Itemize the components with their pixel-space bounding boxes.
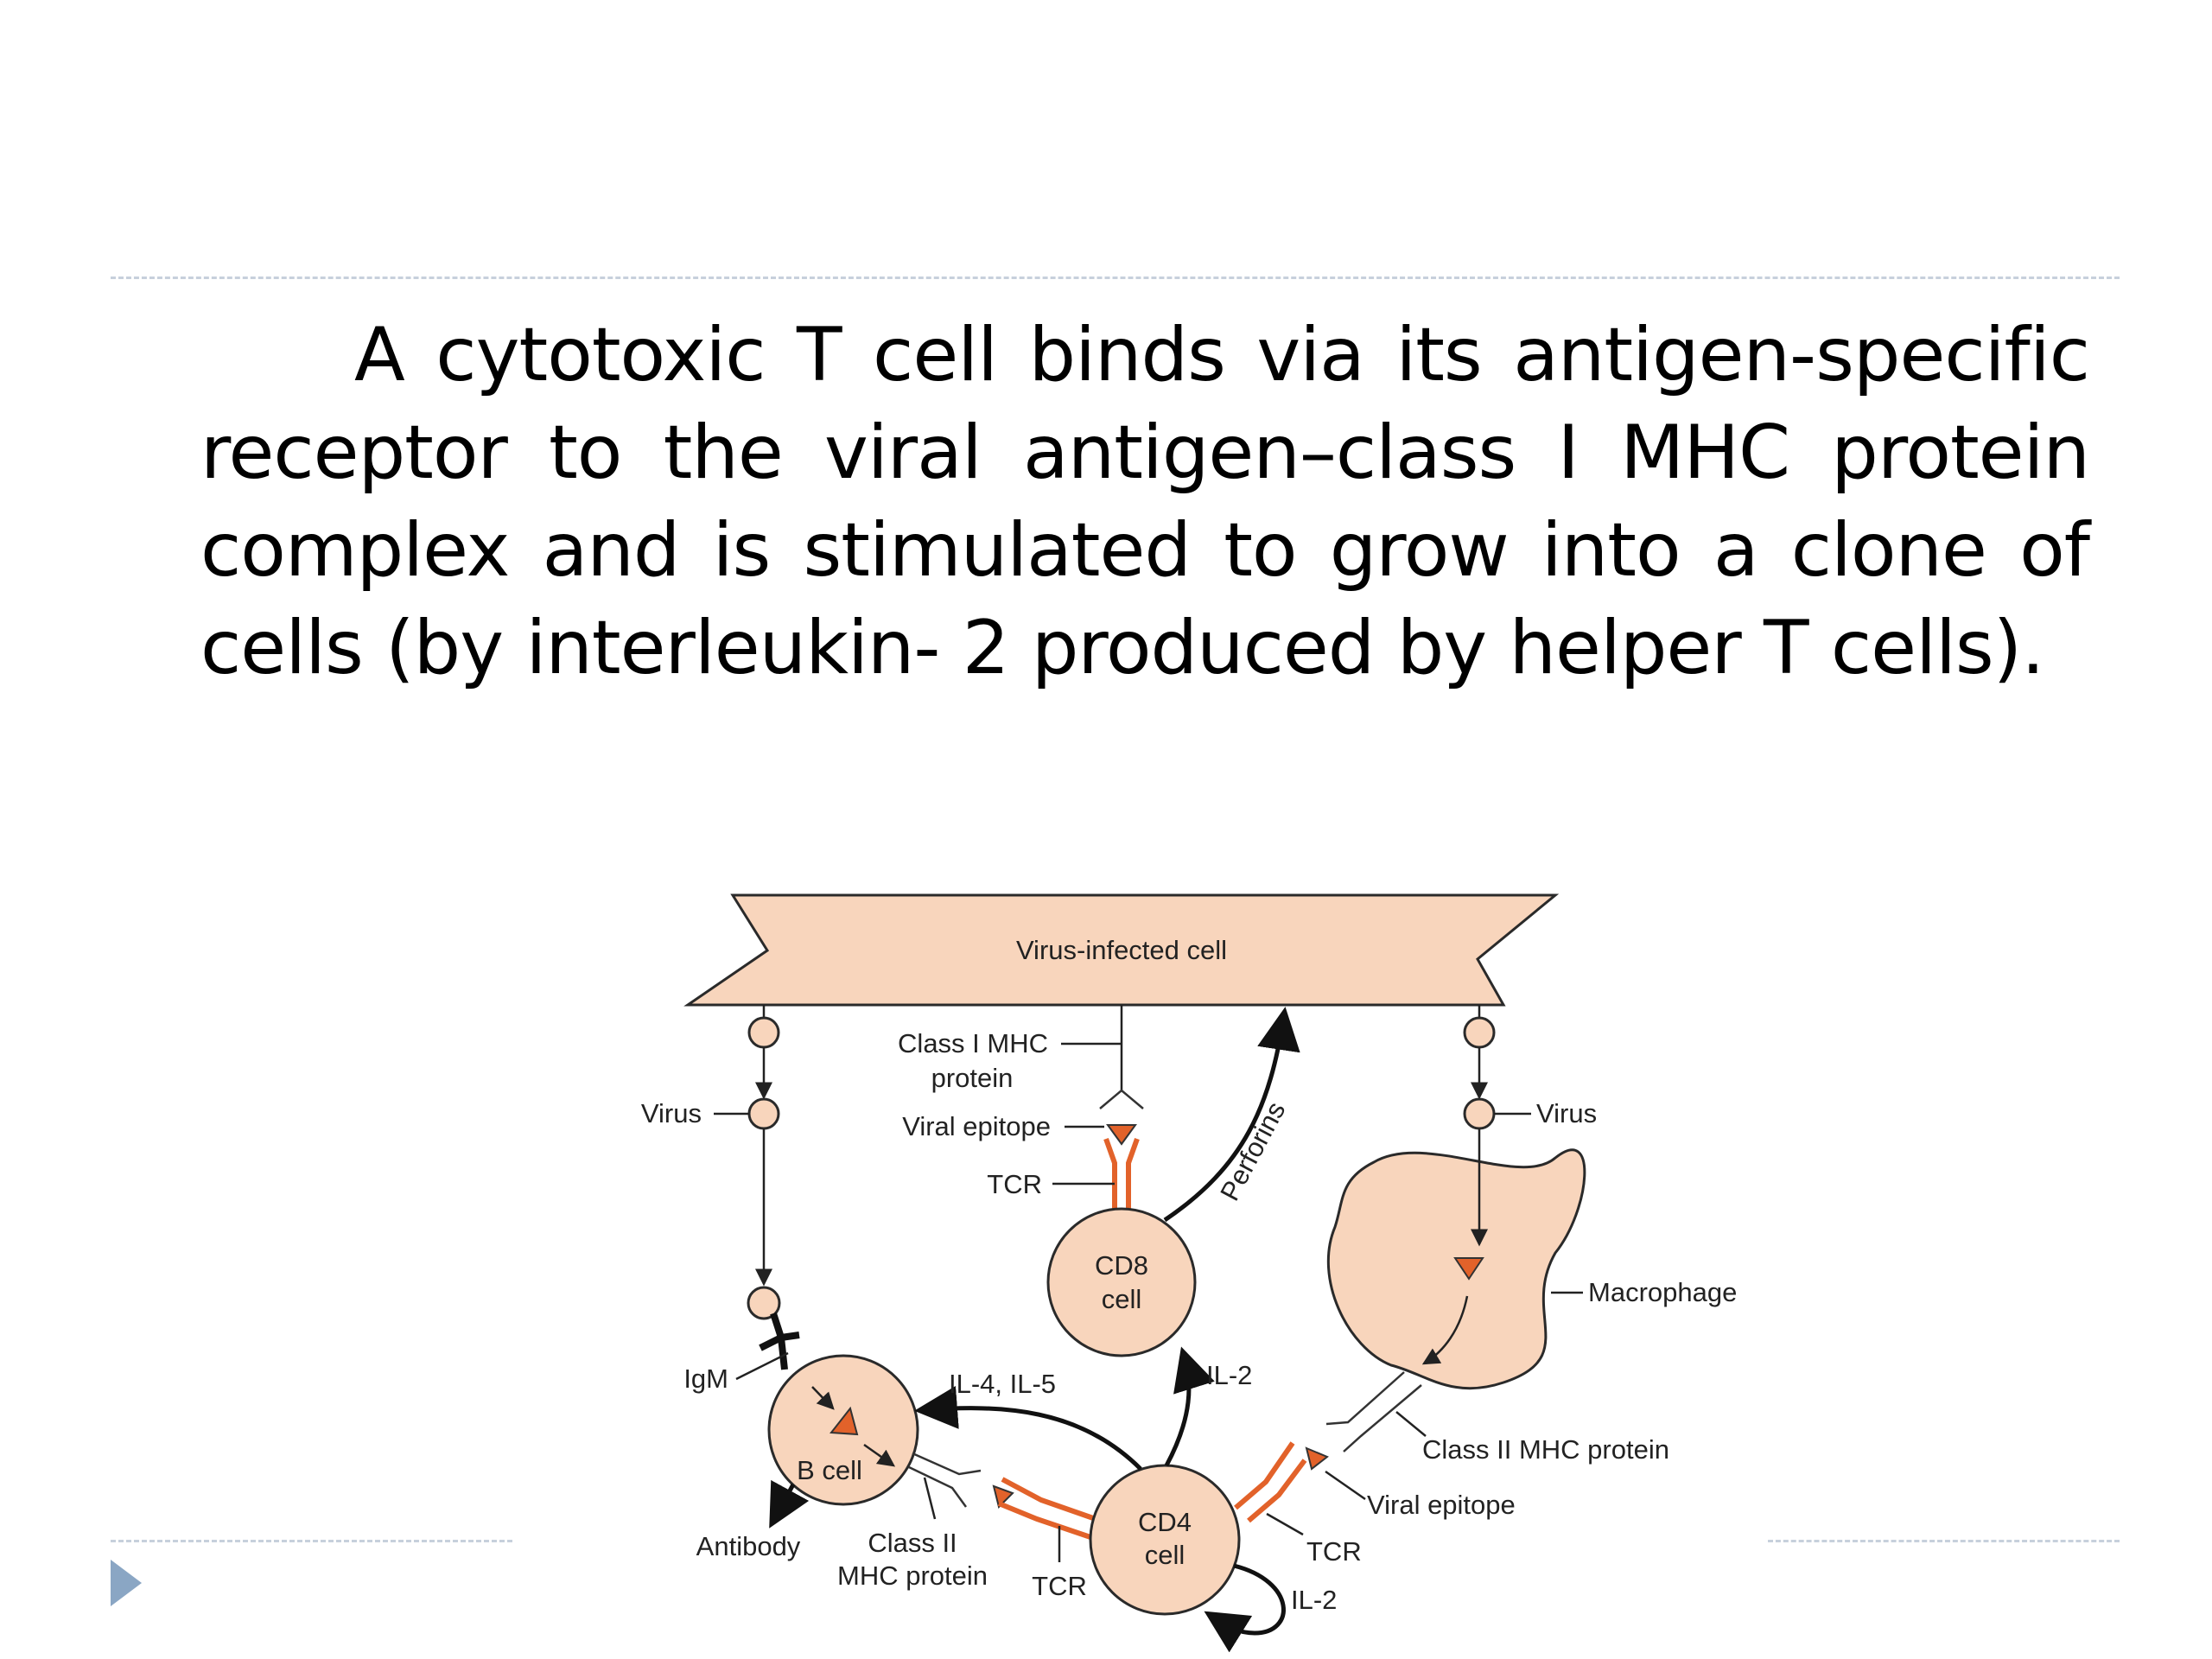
class1-mhc-protein [1099,1089,1144,1109]
class2-mhc-left-label-line2: MHC protein [837,1560,988,1591]
tcr-cd4-right [1234,1441,1307,1523]
cd4-label-line2: cell [1145,1540,1185,1570]
cd8-cell [1046,1207,1197,1357]
tcr-bottom-left-label: TCR [1032,1571,1087,1601]
tcr-bottom-right-label: TCR [1306,1536,1362,1567]
cd8-label-line1: CD8 [1095,1250,1148,1281]
virus-left-label: Virus [641,1098,702,1128]
viral-epitope-right [1305,1446,1329,1471]
virus-particle-left [747,1097,780,1130]
perforins-arrow [1163,1007,1300,1223]
viral-epitope-top [1106,1124,1137,1146]
cd4-cell [1089,1464,1241,1616]
il2-bottom-label: IL-2 [1291,1585,1337,1615]
class1-mhc-label-line1: Class I MHC [898,1028,1048,1058]
class1-mhc-label-line2: protein [931,1063,1014,1093]
top-divider [111,276,2120,279]
virus-infected-cell [683,893,1560,1007]
virus-particle-right [1463,1097,1496,1130]
viral-epitope-top-label: Viral epitope [902,1111,1051,1141]
il2-top-label: IL-2 [1206,1360,1252,1390]
macrophage [1326,1148,1586,1390]
virus-right-label: Virus [1536,1098,1597,1128]
virus-particle-right-top [1463,1016,1496,1049]
cd8-label-line2: cell [1102,1284,1142,1314]
slide-body-text: A cytotoxic T cell binds via its antigen… [200,312,2090,691]
il2-autocrine-arrow [1204,1563,1286,1653]
class2-mhc-left-label-line1: Class II [868,1528,957,1558]
class2-mhc-bcell [908,1452,982,1508]
tcr-cd8 [1103,1137,1140,1210]
igm-receptor [759,1312,800,1370]
igm-label: IgM [683,1363,728,1394]
viral-epitope-bcell-mhc [992,1484,1014,1509]
viral-epitope-right-label: Viral epitope [1367,1490,1516,1520]
class2-mhc-macrophage [1325,1371,1422,1452]
viral-epitope-bcell [830,1406,859,1436]
tcr-cd8-label: TCR [987,1169,1042,1199]
slide-nav-triangle-icon[interactable] [111,1560,142,1606]
b-cell-label: B cell [797,1455,862,1485]
macrophage-label: Macrophage [1588,1277,1737,1307]
antibody-arrow [769,1479,810,1529]
il4-il5-arrow [914,1386,1142,1471]
bottom-divider-left [111,1540,512,1542]
class2-mhc-right-label: Class II MHC protein [1422,1434,1669,1465]
bottom-divider-right [1768,1540,2120,1542]
tcr-cd4-left [997,1477,1096,1541]
perforins-label: Perforins [1214,1096,1291,1205]
virus-infected-cell-label: Virus-infected cell [1016,935,1227,965]
virus-particle-left-top [747,1016,780,1049]
il2-cd8-arrow [1164,1346,1215,1467]
il4-il5-label: IL-4, IL-5 [949,1369,1056,1399]
virus-particle-bound [747,1286,781,1320]
cd4-label-line1: CD4 [1138,1507,1192,1537]
viral-epitope-macrophage [1453,1257,1484,1281]
antibody-label: Antibody [696,1531,801,1561]
